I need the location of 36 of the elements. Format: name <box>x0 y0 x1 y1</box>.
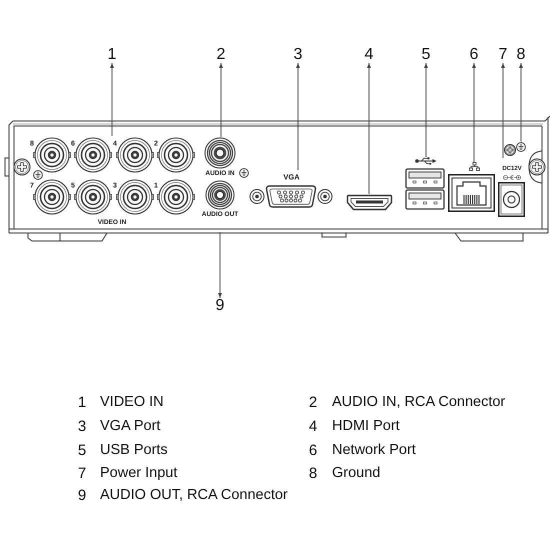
leader-line <box>296 62 300 170</box>
item-number: 8 <box>308 466 318 482</box>
leader-line <box>218 232 222 298</box>
leader-line <box>472 62 476 162</box>
callout-number: 3 <box>294 47 302 63</box>
leader-line <box>110 62 114 136</box>
leader-line <box>519 62 523 142</box>
item-number: 3 <box>78 418 86 436</box>
item-number: 9 <box>78 488 86 504</box>
callout-number: 4 <box>364 47 374 63</box>
part-description: USB Ports <box>100 443 168 459</box>
item-number: 6 <box>308 442 318 460</box>
part-description: Power Input <box>100 466 178 482</box>
part-description: AUDIO OUT, RCA Connector <box>100 488 288 504</box>
part-description: VIDEO IN <box>100 395 164 411</box>
item-number: 7 <box>78 466 86 482</box>
item-number: 1 <box>78 394 86 412</box>
leader-line <box>219 62 223 138</box>
item-number: 2 <box>308 394 318 412</box>
callout-number: 8 <box>516 47 526 63</box>
callout-number: 2 <box>216 47 226 63</box>
callout-number: 1 <box>108 47 116 63</box>
callout-number: 6 <box>470 47 478 63</box>
part-description: Ground <box>332 466 380 482</box>
part-description: VGA Port <box>100 419 160 435</box>
leader-line <box>367 62 371 194</box>
callout-number: 9 <box>216 298 224 314</box>
part-description: HDMI Port <box>332 419 400 435</box>
item-number: 5 <box>78 442 86 460</box>
callout-number: 7 <box>498 47 508 63</box>
part-description: Network Port <box>332 443 416 459</box>
item-number: 4 <box>308 418 318 436</box>
part-description: AUDIO IN, RCA Connector <box>332 395 506 411</box>
callout-number: 5 <box>422 47 430 63</box>
leader-line <box>501 62 505 158</box>
leader-line <box>424 62 428 158</box>
